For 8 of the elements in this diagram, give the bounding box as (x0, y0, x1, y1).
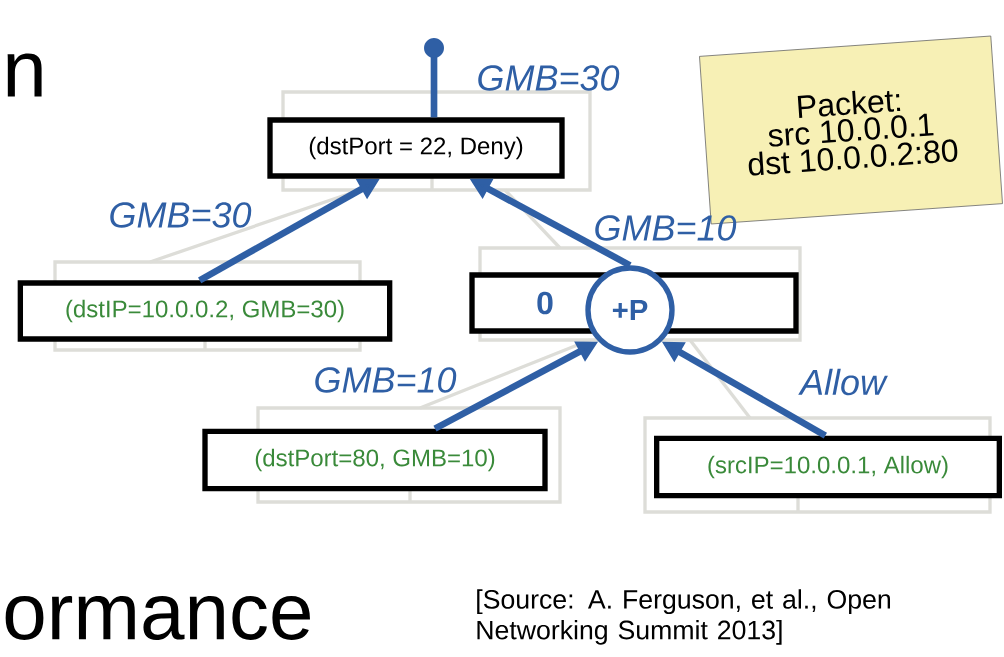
edge-label: GMB=30 (110, 202, 252, 228)
slide-heading-text: n (7, 53, 42, 97)
slide-heading-text: ormance (5, 596, 310, 640)
edge-label: GMB=10 (315, 367, 457, 393)
edge-label: GMB=30 (478, 65, 620, 91)
source-citation: [Source: A. Ferguson, et al., Open Networking Summit 2013] (477, 589, 890, 645)
edge-label: Allow (798, 368, 888, 396)
pin-line (424, 38, 444, 118)
